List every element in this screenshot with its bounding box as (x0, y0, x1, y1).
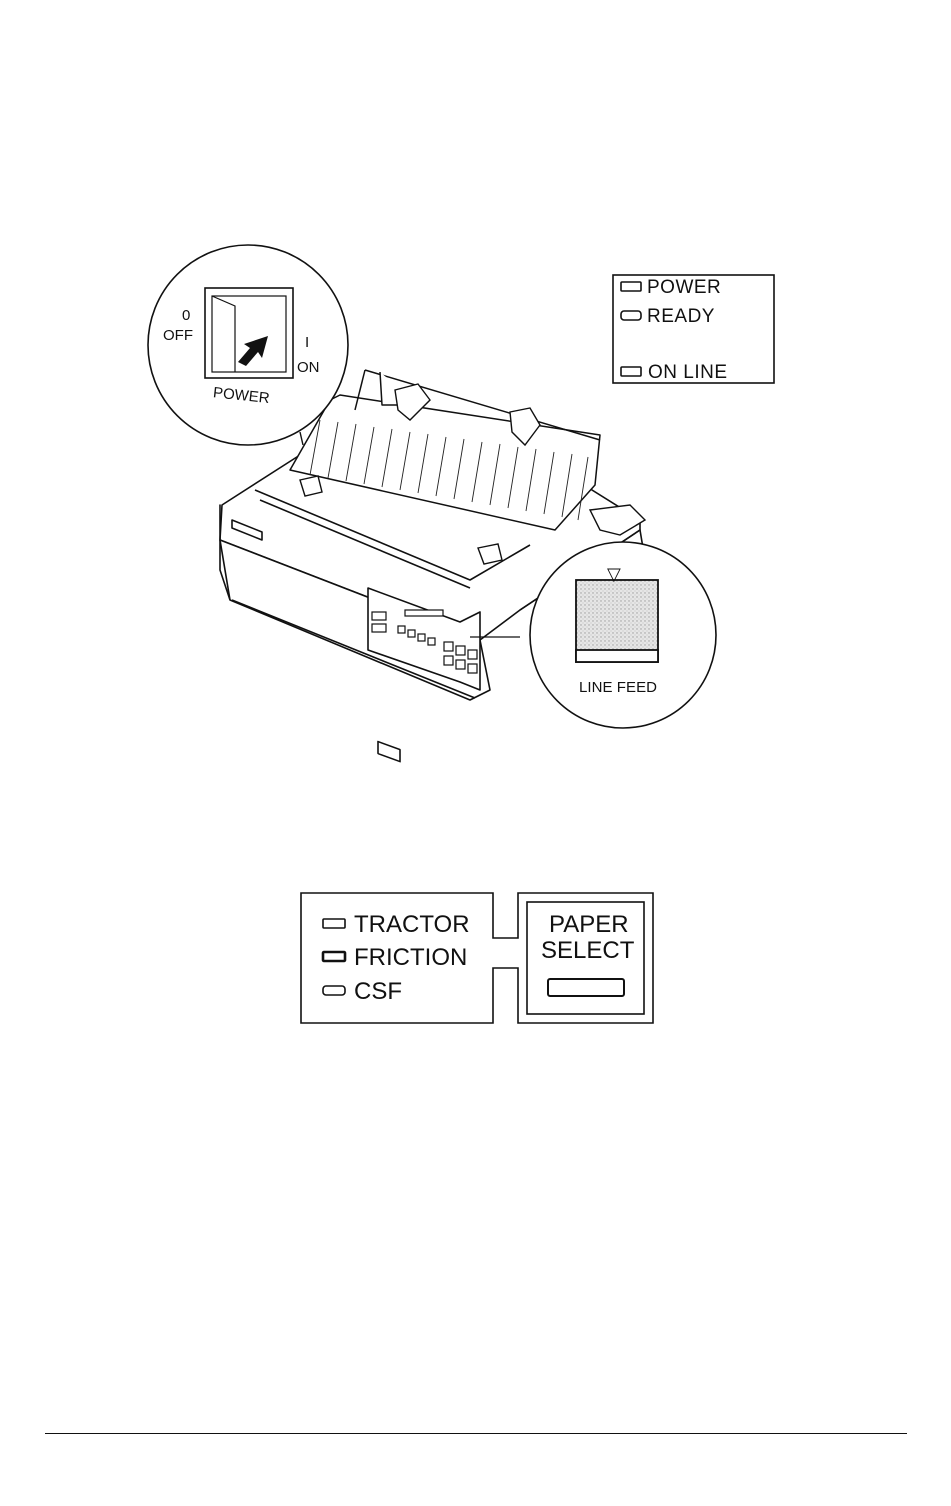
tractor-led-icon (323, 919, 345, 928)
paper-select-button (548, 979, 624, 996)
indicator-ready-label: READY (647, 306, 715, 327)
tractor-label: TRACTOR (354, 911, 470, 938)
friction-label: FRICTION (354, 944, 467, 971)
line-feed-label: LINE FEED (579, 679, 657, 696)
power-off-label: OFF (163, 327, 193, 344)
indicator-power-label: POWER (647, 277, 721, 298)
power-on-symbol: I (305, 334, 309, 351)
power-switch-callout (148, 245, 348, 445)
indicator-on-line-label: ON LINE (648, 362, 728, 383)
paper-select-label-line2: SELECT (541, 937, 635, 964)
power-led-icon (621, 282, 641, 291)
paper-select-label-line1: PAPER (549, 911, 629, 938)
power-on-label: ON (297, 359, 320, 376)
footer-rule (45, 1433, 907, 1434)
power-off-symbol: 0 (182, 307, 190, 324)
friction-led-icon (323, 952, 345, 961)
ready-led-icon (621, 311, 641, 320)
on-line-led-icon (621, 367, 641, 376)
line-feed-arrow-icon: ▽ (607, 564, 621, 584)
csf-led-icon (323, 986, 345, 995)
csf-label: CSF (354, 978, 402, 1005)
